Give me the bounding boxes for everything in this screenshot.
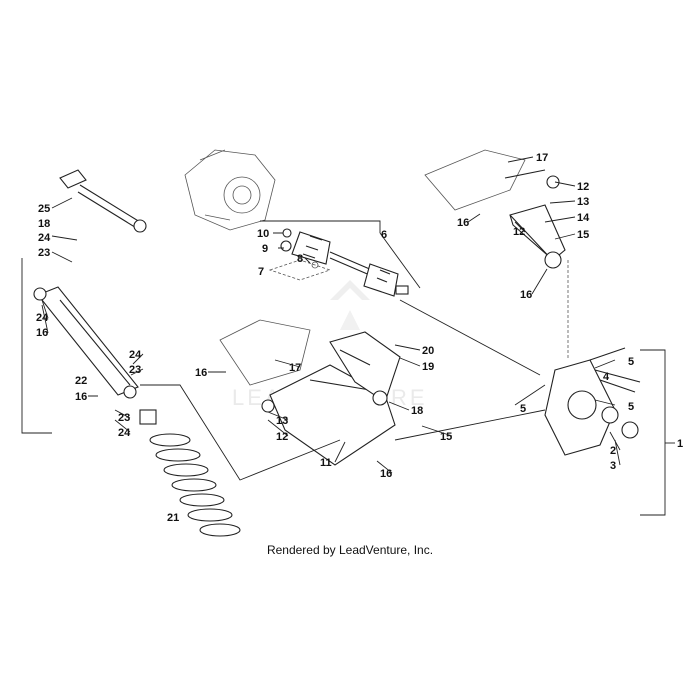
callout-15a: 15 — [577, 229, 589, 241]
callout-18b: 18 — [411, 405, 423, 417]
bracket-shock — [21, 258, 52, 434]
callout-24a: 24 — [38, 232, 51, 244]
callout-22: 22 — [75, 375, 87, 387]
callout-24d: 24 — [118, 427, 131, 439]
callout-16c: 16 — [195, 367, 207, 379]
upper-a-arm — [424, 149, 566, 269]
callout-16e: 16 — [36, 327, 48, 339]
callout-3: 3 — [610, 460, 616, 472]
lower-a-arm — [219, 319, 401, 466]
callout-13b: 13 — [276, 415, 288, 427]
coil-spring — [149, 433, 241, 537]
callout-24c: 24 — [129, 349, 142, 361]
callout-4: 4 — [603, 371, 610, 383]
bushing-icon — [546, 175, 560, 189]
callout-16a: 16 — [457, 217, 469, 229]
callout-12a: 12 — [577, 181, 589, 193]
callout-17a: 17 — [536, 152, 548, 164]
callout-19: 19 — [422, 361, 434, 373]
bracket-1 — [640, 349, 666, 516]
callout-5: 5 — [628, 356, 634, 368]
tie-rod — [59, 169, 147, 233]
callout-2: 2 — [610, 445, 616, 457]
callout-12c: 12 — [276, 431, 288, 443]
shock-absorber — [33, 286, 157, 425]
callout-13a: 13 — [577, 196, 589, 208]
callout-18a: 18 — [38, 218, 50, 230]
callout-8: 8 — [297, 253, 303, 265]
steering-knuckle — [544, 347, 641, 456]
footer-credit: Rendered by LeadVenture, Inc. — [266, 543, 434, 557]
drive-axle — [291, 231, 409, 297]
callout-10: 10 — [257, 228, 269, 240]
callout-17b: 17 — [289, 362, 301, 374]
callout-16f: 16 — [75, 391, 87, 403]
callout-20: 20 — [422, 345, 434, 357]
callout-23a: 23 — [38, 247, 50, 259]
callout-23c: 23 — [118, 412, 130, 424]
callout-7: 7 — [258, 266, 264, 278]
callout-labels: 1 2 3 4 5 5 5 6 7 8 9 10 11 12 12 12 13 … — [36, 152, 683, 524]
callout-16b: 16 — [520, 289, 532, 301]
callout-14: 14 — [577, 212, 590, 224]
callout-16d: 16 — [380, 468, 392, 480]
callout-12b: 12 — [513, 226, 525, 238]
callout-25: 25 — [38, 203, 50, 215]
callout-15b: 15 — [440, 431, 452, 443]
callout-23b: 23 — [129, 364, 141, 376]
callout-24b: 24 — [36, 312, 49, 324]
callout-11: 11 — [320, 457, 332, 469]
nut-icon — [280, 240, 292, 252]
callout-5b: 5 — [628, 401, 634, 413]
bushing-icon — [261, 399, 275, 413]
transmission-housing — [184, 149, 276, 231]
callout-21: 21 — [167, 512, 179, 524]
callout-1: 1 — [677, 438, 683, 450]
callout-5c: 5 — [520, 403, 526, 415]
washer-icon — [282, 228, 292, 238]
callout-9: 9 — [262, 243, 268, 255]
callout-6: 6 — [381, 229, 387, 241]
